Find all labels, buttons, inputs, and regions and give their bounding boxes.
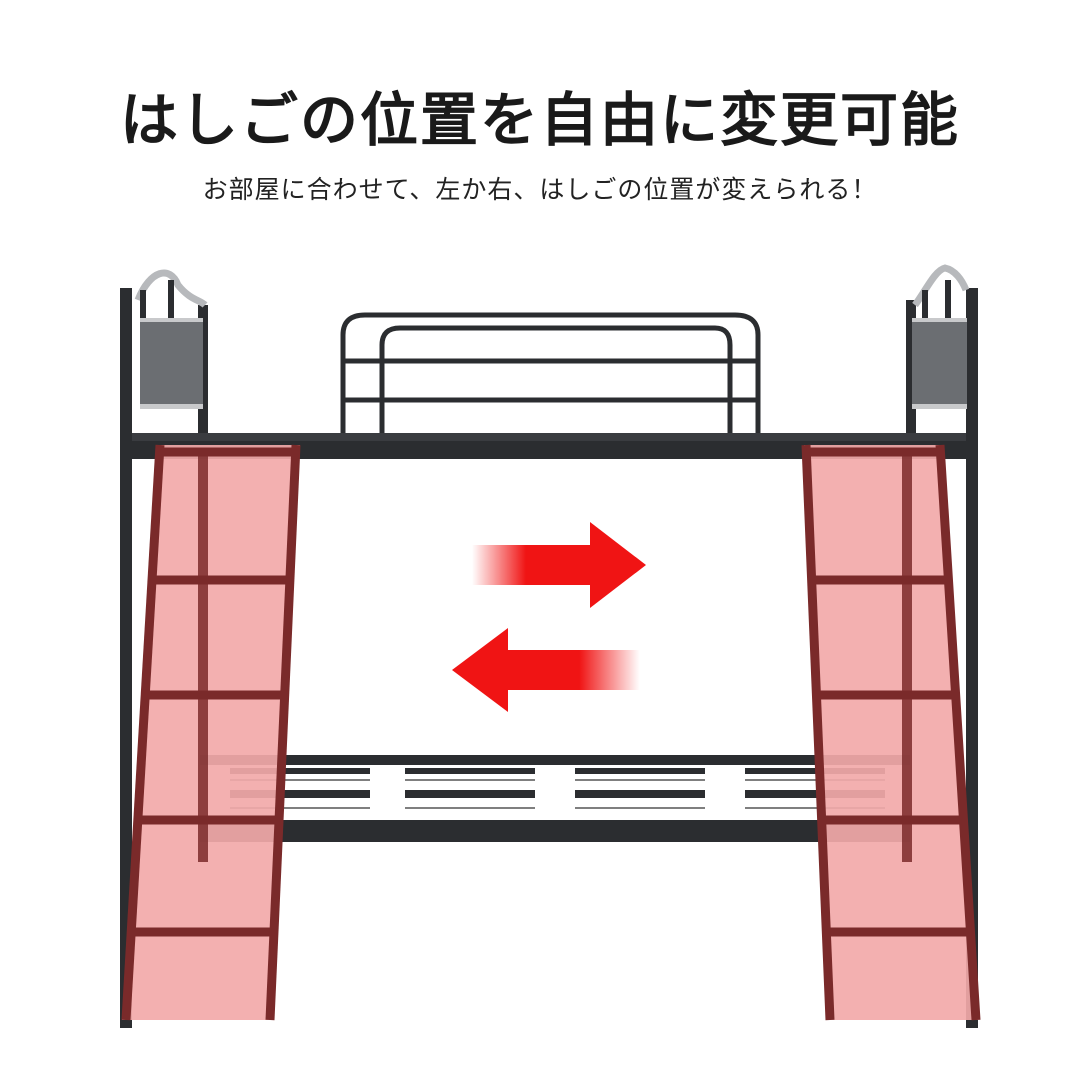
- headline-text: はしごの位置を自由に変更可能: [119, 86, 960, 154]
- left-headboard-cushion: [140, 322, 203, 404]
- bunk-bed-illustration: [120, 264, 981, 1028]
- arrow-left-icon: [452, 628, 640, 712]
- left-ladder: [121, 444, 301, 1021]
- left-bed-frame: [120, 269, 208, 1028]
- top-deck: [132, 433, 966, 459]
- right-ladder: [801, 444, 981, 1021]
- subtitle: お部屋に合わせて、左か右、はしごの位置が変えられる！: [202, 175, 878, 204]
- top-guard-rail: [340, 312, 761, 440]
- headline-container: はしごの位置を自由に変更可能: [0, 70, 1080, 170]
- arrow-right-icon: [472, 522, 646, 608]
- headline: はしごの位置を自由に変更可能: [119, 70, 966, 170]
- bottom-deck: [200, 755, 910, 842]
- right-headboard-cushion: [912, 322, 967, 404]
